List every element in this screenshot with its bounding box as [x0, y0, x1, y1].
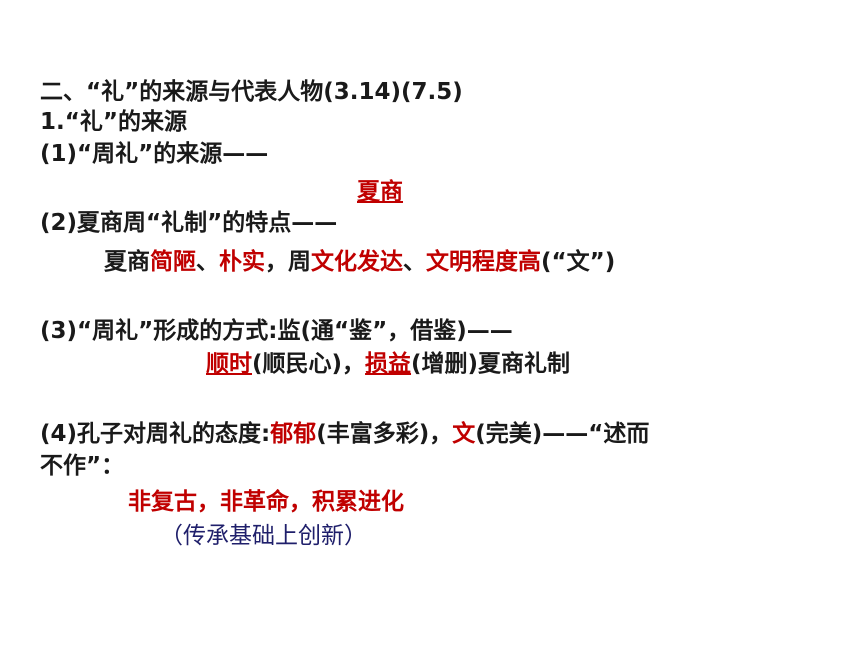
p2-keyword: 简陋 — [150, 249, 196, 275]
point-3-label: (3)“周礼”形成的方式:监(通“鉴”，借鉴)—— — [40, 318, 513, 344]
point-4-label: (4)孔子对周礼的态度:郁郁(丰富多彩)，文(完美)——“述而 — [40, 418, 649, 450]
p2-text: 、 — [403, 249, 426, 275]
p2-text: (“文”) — [541, 249, 616, 275]
point-3-detail: 顺时(顺民心)，损益(增删)夏商礼制 — [206, 348, 570, 380]
point-1-answer: 夏商 — [357, 179, 403, 205]
p4-text: (4)孔子对周礼的态度: — [40, 421, 271, 447]
point-2-label: (2)夏商周“礼制”的特点—— — [40, 210, 338, 236]
p3-text: (增删)夏商礼制 — [411, 351, 571, 377]
point-4-continuation: 不作”： — [40, 453, 125, 479]
subheading-origin: 1.“礼”的来源 — [40, 109, 187, 135]
p4-keyword: 郁郁 — [270, 421, 317, 447]
p3-keyword: 顺时 — [206, 351, 252, 377]
p2-keyword: 文化发达 — [311, 249, 403, 275]
point-1-label: (1)“周礼”的来源—— — [40, 141, 269, 167]
p2-text: 夏商 — [104, 249, 150, 275]
p2-text: 、 — [196, 249, 219, 275]
point-4-note: （传承基础上创新） — [160, 523, 367, 549]
p4-keyword: 文 — [452, 421, 476, 447]
p4-text: (完美)——“述而 — [475, 421, 650, 447]
p4-text: (丰富多彩)， — [316, 421, 453, 447]
point-2-detail: 夏商简陋、朴实，周文化发达、文明程度高(“文”) — [104, 246, 615, 278]
p2-keyword: 朴实 — [219, 249, 265, 275]
section-heading: 二、“礼”的来源与代表人物(3.14)(7.5) — [40, 79, 463, 105]
p3-text: (顺民心)， — [252, 351, 366, 377]
point-4-conclusion: 非复古，非革命，积累进化 — [128, 489, 404, 515]
p2-keyword: 文明程度高 — [426, 249, 541, 275]
p3-keyword: 损益 — [365, 351, 412, 377]
p2-text: ，周 — [265, 249, 311, 275]
